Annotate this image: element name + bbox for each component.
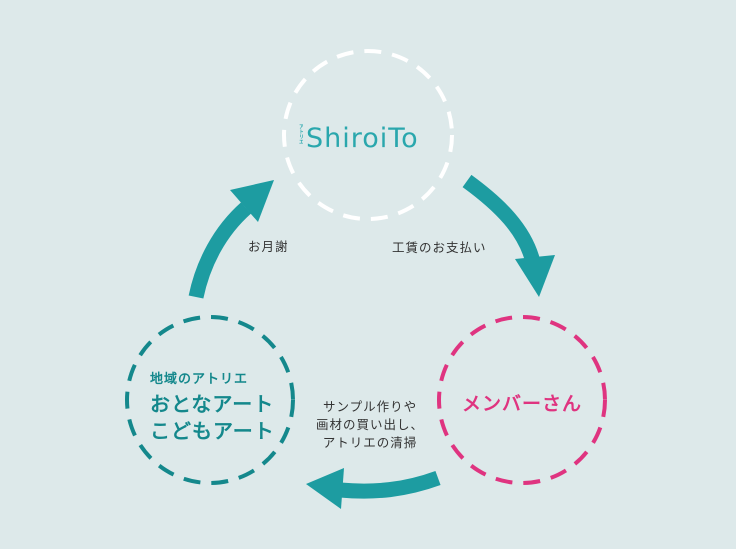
- atelier-node-label: 地域のアトリエ おとなアート こどもアート: [150, 368, 300, 445]
- logo-wordmark: ShiroiTo: [306, 122, 419, 154]
- arrow-atelier-to-shiroito: [188, 180, 274, 299]
- atelier-subtitle: 地域のアトリエ: [150, 372, 249, 387]
- atelier-line-2: こどもアート: [150, 419, 275, 443]
- edge-label-work-line-1: サンプル作りや: [322, 399, 418, 414]
- edge-label-wages: 工賃のお支払い: [392, 240, 487, 255]
- atelier-circle: [125, 315, 295, 485]
- edge-label-work-line-3: アトリエの清掃: [322, 435, 418, 450]
- members-node-label: メンバーさん: [461, 393, 582, 415]
- atelier-line-1: おとなアート: [150, 392, 275, 416]
- arrow-shiroito-to-members: [462, 174, 555, 297]
- edge-label-work: サンプル作りや 画材の買い出し、 アトリエの清掃: [316, 398, 424, 452]
- edge-label-tuition: お月謝: [248, 239, 289, 254]
- shiroito-logo: アトリエ ShiroiTo: [298, 118, 448, 158]
- shiroito-circle: [282, 49, 454, 221]
- edge-label-work-line-2: 画材の買い出し、: [316, 417, 425, 432]
- logo-small-text: アトリエ: [298, 124, 303, 144]
- members-circle: [437, 315, 607, 485]
- arrow-members-to-atelier: [306, 468, 441, 509]
